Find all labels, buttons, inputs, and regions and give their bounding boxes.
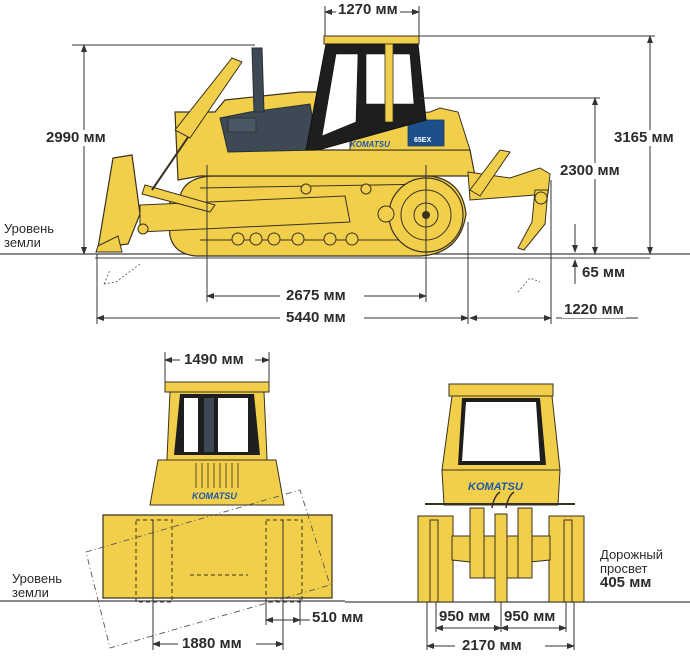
dim-overall-width: 2170 мм <box>460 637 524 654</box>
dim-track-length: 2675 мм <box>284 287 348 304</box>
svg-text:65EX: 65EX <box>414 137 431 144</box>
dim-height-cab: 3165 мм <box>612 129 676 146</box>
ground-level-label-side: Уровень земли <box>4 221 55 250</box>
dim-track-gauge: 1880 мм <box>180 635 244 652</box>
dim-ripper-depth: 65 мм <box>580 264 628 281</box>
dim-height-hood: 2300 мм <box>558 162 622 179</box>
dim-cab-width-top: 1270 мм <box>336 1 400 18</box>
rear-view: KOMATSU <box>345 383 690 650</box>
front-view: KOMATSU <box>0 352 360 650</box>
dim-overall-length: 5440 мм <box>284 309 348 326</box>
ground-level-label-front: Уровень земли <box>12 571 63 600</box>
dim-ripper-length: 1220 мм <box>562 301 626 318</box>
komatsu-logo-rear: KOMATSU <box>468 481 524 493</box>
dim-shank-spacing-right: 950 мм <box>502 608 558 625</box>
ripper <box>467 149 551 251</box>
ground-clearance-label: Дорожный просвет 405 мм <box>600 547 663 591</box>
cab <box>305 35 427 151</box>
dim-height-exhaust: 2990 мм <box>44 129 108 146</box>
komatsu-logo-side: KOMATSU <box>350 140 390 149</box>
dim-shank-spacing-left: 950 мм <box>437 608 493 625</box>
blade <box>95 57 351 253</box>
model-badge <box>407 119 445 147</box>
dim-shoe-width: 510 мм <box>310 609 366 626</box>
dim-front-cab-width: 1490 мм <box>182 351 246 368</box>
komatsu-logo-front: KOMATSU <box>192 491 237 501</box>
